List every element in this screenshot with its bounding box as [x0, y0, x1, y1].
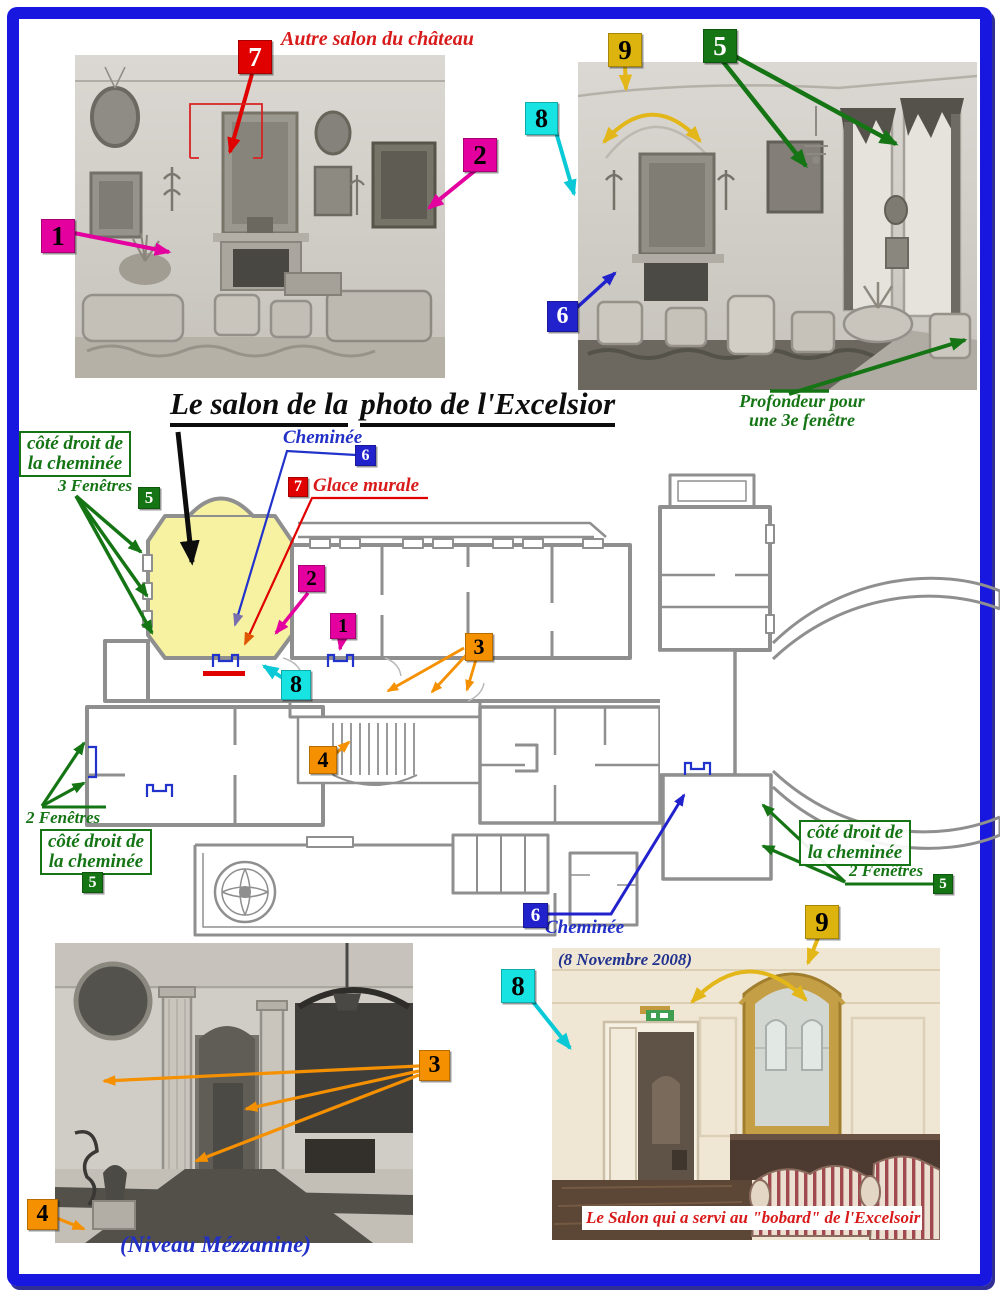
photo-mezzanine [55, 943, 413, 1243]
marker-1-plan: 1 [330, 613, 356, 639]
label-box-left: côté droit de la cheminée [19, 431, 132, 477]
page-title-part2: photo de l'Excelsior [360, 386, 616, 427]
label-box-right-line2: la cheminée [807, 841, 903, 863]
marker-4-plan: 4 [309, 746, 337, 774]
fireplace-symbols [88, 653, 712, 797]
caption-other-salon: Autre salon du château [281, 28, 474, 50]
marker-4-mezzanine: 4 [27, 1199, 58, 1230]
caption-photo-date: (8 Novembre 2008) [558, 950, 693, 969]
photo-excelsior-salon [578, 62, 977, 390]
marker-1-photo: 1 [41, 219, 75, 253]
marker-6-plan-top: 6 [355, 445, 376, 466]
photo-other-salon [75, 55, 445, 378]
fireplace-red-mark [203, 671, 245, 676]
label-box-right-line1: côté droit de [807, 822, 904, 843]
label-box-left-lower-line1: côté droit de [48, 831, 145, 852]
marker-2-photo: 2 [463, 138, 497, 172]
marker-5-photo: 5 [703, 29, 737, 63]
label-wall-mirror: Glace murale [313, 475, 420, 496]
marker-6-plan-bottom: 6 [523, 903, 548, 928]
label-box-right: côté droit de la cheminée [799, 820, 912, 866]
marker-9-photo: 9 [608, 33, 642, 67]
marker-7-photo: 7 [238, 40, 272, 74]
label-box-left-lower-line2: la cheminée [48, 850, 144, 872]
caption-mezzanine: (Niveau Mézzanine) [120, 1232, 312, 1257]
marker-3-plan: 3 [465, 633, 493, 661]
caption-salon-bobard: Le Salon qui a servi au "bobard" de l'Ex… [582, 1206, 922, 1230]
label-three-windows: 3 Fenêtres [58, 476, 133, 495]
marker-7-plan: 7 [288, 477, 308, 497]
label-box-left-line1: côté droit de [27, 433, 124, 454]
marker-6-photo: 6 [547, 301, 578, 332]
marker-5-plan-left: 5 [138, 487, 160, 509]
marker-8-plan: 8 [281, 670, 311, 700]
marker-8-photo: 8 [525, 102, 558, 135]
depth-note-line2: une 3e fenêtre [749, 409, 855, 430]
marker-8-photo-2008: 8 [501, 969, 535, 1003]
marker-9-photo-2008: 9 [805, 905, 839, 939]
depth-note: Profondeur pour une 3e fenêtre [712, 392, 892, 430]
label-chimney-bottom: Cheminée [545, 917, 625, 938]
marker-5-plan-lower: 5 [82, 872, 103, 893]
page-title-part1: Le salon de la [170, 386, 349, 427]
label-two-windows-right: 2 Fenêtres [849, 861, 924, 880]
label-box-left-line2: la cheminée [27, 452, 123, 474]
page-title: Le salon de la photo de l'Excelsior [170, 386, 616, 427]
photo-salon-2008 [552, 948, 940, 1240]
depth-note-line1: Profondeur pour [739, 391, 865, 411]
marker-5-plan-right: 5 [933, 874, 953, 894]
label-box-left-lower: côté droit de la cheminée [40, 829, 153, 875]
marker-3-mezzanine: 3 [419, 1050, 450, 1081]
label-chimney-top: Cheminée [283, 427, 363, 448]
marker-2-plan: 2 [298, 565, 325, 592]
label-two-windows-left: 2 Fenêtres [26, 808, 101, 827]
